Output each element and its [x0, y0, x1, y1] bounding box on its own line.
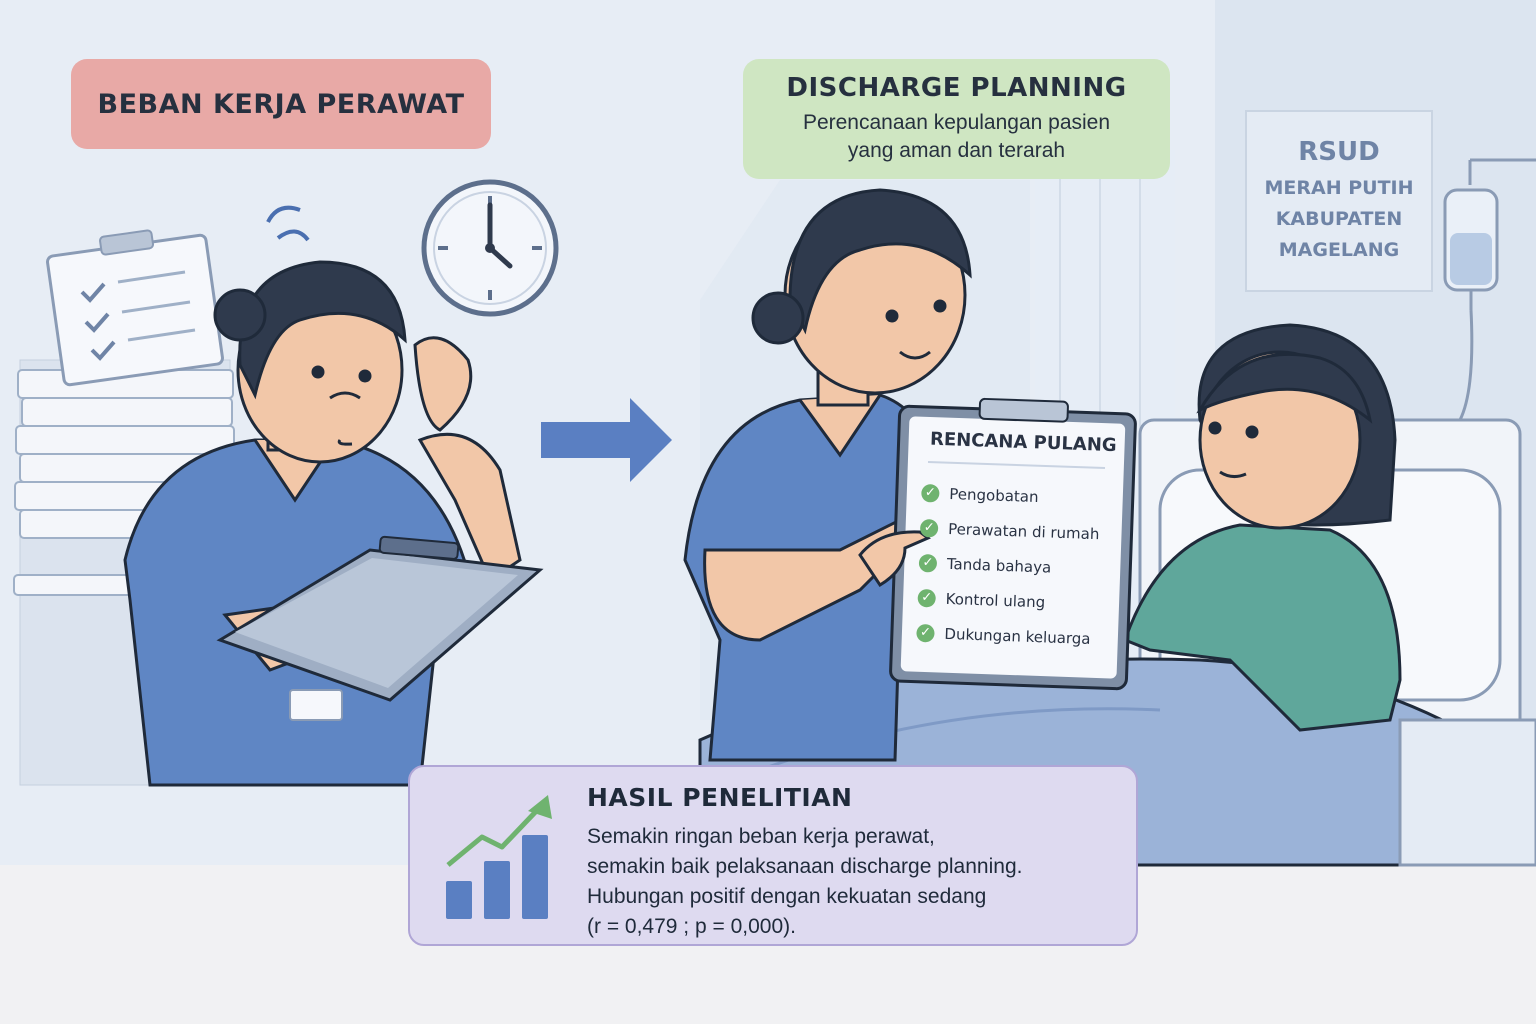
checklist-item: ✓ Dukungan keluarga: [916, 615, 1117, 657]
stress-mark: [266, 205, 301, 223]
results-line: Hubungan positif dengan kekuatan sedang: [587, 885, 987, 908]
hospital-sign-line-2: MERAH PUTIH: [1264, 176, 1414, 199]
checklist-paper: [46, 229, 224, 387]
discharge-subtitle-line-2: yang aman dan terarah: [847, 139, 1066, 162]
results-title: HASIL PENELITIAN: [587, 783, 853, 812]
checklist-item-label: Dukungan keluarga: [944, 624, 1091, 648]
nurse-clipboard: [216, 535, 544, 702]
results-text: Semakin ringan beban kerja perawat, sema…: [587, 822, 1022, 942]
growth-chart-icon: [446, 795, 552, 919]
check-icon: ✓: [918, 553, 938, 573]
hospital-sign-line-3: KABUPATEN: [1275, 207, 1403, 230]
results-line: Semakin ringan beban kerja perawat,: [587, 825, 935, 848]
checklist-item-label: Pengobatan: [949, 484, 1039, 506]
id-badge: [289, 689, 343, 721]
check-icon: ✓: [919, 518, 939, 538]
checklist-item-label: Kontrol ulang: [945, 589, 1046, 611]
workload-label: BEBAN KERJA PERAWAT: [71, 59, 491, 149]
discharge-subtitle-line-1: Perencanaan kepulangan pasien: [802, 111, 1111, 134]
hospital-sign-line-1: RSUD: [1298, 136, 1380, 167]
discharge-nurse: [683, 188, 972, 762]
check-icon: ✓: [917, 588, 937, 608]
discharge-title: DISCHARGE PLANNING: [786, 73, 1127, 103]
patient: [1123, 323, 1402, 732]
clock-icon: [421, 179, 559, 317]
workload-title: BEBAN KERJA PERAWAT: [97, 88, 465, 120]
iv-bag-icon: [1443, 158, 1536, 421]
check-icon: ✓: [921, 483, 940, 503]
results-box: HASIL PENELITIAN Semakin ringan beban ke…: [408, 765, 1138, 946]
hospital-sign: RSUD MERAH PUTIH KABUPATEN MAGELANG: [1245, 110, 1433, 292]
checklist-item-label: Perawatan di rumah: [947, 519, 1100, 543]
arrow-right-icon: [541, 398, 672, 482]
results-line: semakin baik pelaksanaan discharge plann…: [587, 855, 1023, 878]
hospital-sign-line-4: MAGELANG: [1278, 238, 1400, 261]
results-line: (r = 0,479 ; p = 0,000).: [587, 915, 796, 938]
discharge-checklist: ✓ Pengobatan ✓ Perawatan di rumah ✓ Tand…: [916, 475, 1122, 657]
pointing-hand: [858, 530, 931, 588]
discharge-clipboard: [889, 397, 1137, 691]
checklist-item-label: Tanda bahaya: [946, 554, 1052, 577]
check-icon: ✓: [916, 623, 935, 643]
discharge-label: DISCHARGE PLANNING Perencanaan kepulanga…: [743, 59, 1170, 179]
